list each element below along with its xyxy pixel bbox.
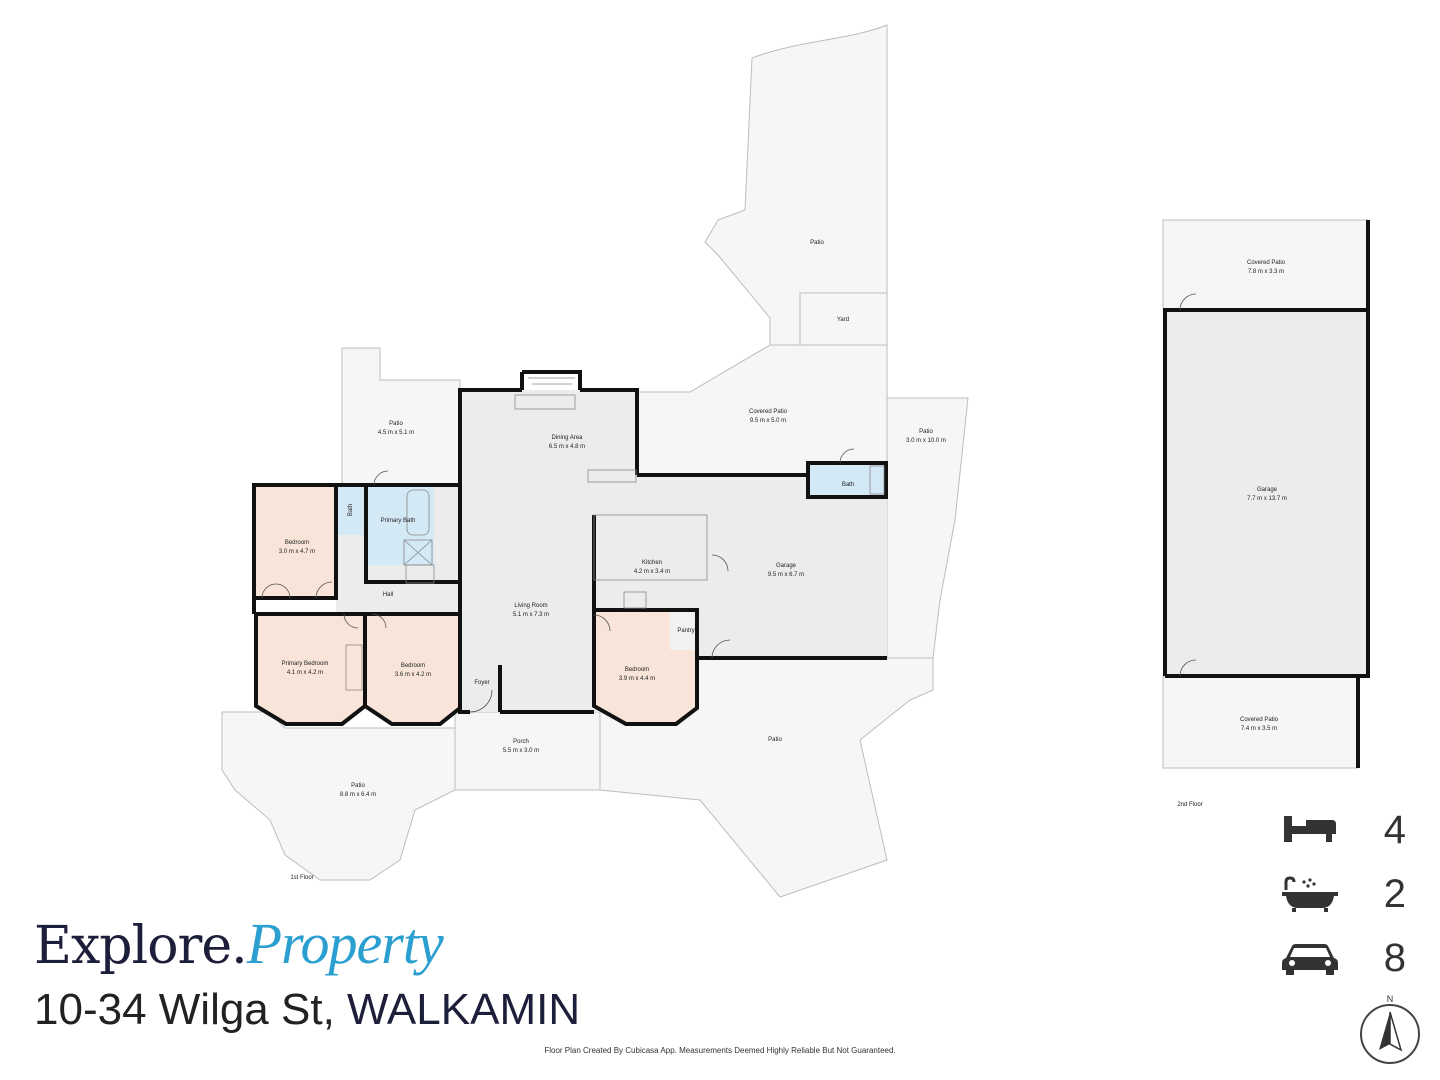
- label-pantry: Pantry: [677, 628, 694, 634]
- parking-count: 8: [1383, 936, 1406, 980]
- label-hall: Hall: [383, 592, 393, 598]
- bedrooms-stat: 4: [1280, 808, 1410, 852]
- label-bedroom-2: Bedroom: [401, 663, 425, 669]
- door-swings: [261, 448, 855, 713]
- car-icon: [1282, 944, 1338, 975]
- indoor-areas: [254, 390, 887, 724]
- bed-icon: [1284, 816, 1336, 842]
- patio-left-area: [341, 347, 461, 486]
- thin-lines: [345, 377, 885, 691]
- label-kitchen: Kitchen: [642, 560, 662, 566]
- patio-right-area: [886, 397, 969, 659]
- dims-garage-2: 7.7 m x 13.7 m: [1247, 496, 1287, 502]
- dims-kitchen: 4.2 m x 3.4 m: [634, 569, 670, 575]
- garage-2-area: [1165, 310, 1368, 676]
- label-patio-right: Patio: [919, 429, 933, 435]
- label-garage-main: Garage: [776, 563, 797, 569]
- dims-covered-patio-top: 7.8 m x 3.3 m: [1248, 269, 1284, 275]
- bedrooms-count: 4: [1383, 808, 1406, 852]
- label-bedroom-3: Bedroom: [625, 667, 649, 673]
- dims-covered-patio-bottom: 7.4 m x 3.5 m: [1241, 726, 1277, 732]
- patio-bottom-left-area: [221, 711, 456, 881]
- bathrooms-stat: 2: [1280, 872, 1410, 916]
- dims-covered-patio: 9.5 m x 5.0 m: [750, 418, 786, 424]
- patio-top-area: [704, 24, 888, 346]
- primary-bedroom-area: [256, 614, 365, 724]
- label-primary-bedroom: Primary Bedroom: [282, 661, 329, 667]
- label-primary-bath: Primary Bath: [381, 518, 416, 524]
- label-living: Living Room: [514, 603, 547, 609]
- label-foyer: Foyer: [474, 680, 489, 686]
- dims-patio-left: 4.5 m x 5.1 m: [378, 430, 414, 436]
- primary-bath-area: [366, 485, 434, 565]
- brand-logo: Explore.Property: [34, 910, 444, 977]
- footer-disclaimer: Floor Plan Created By Cubicasa App. Meas…: [544, 1046, 896, 1055]
- label-patio-bottom-left: Patio: [351, 783, 365, 789]
- label-garage-2: Garage: [1257, 487, 1278, 493]
- label-first-floor: 1st Floor: [290, 875, 313, 881]
- label-bedroom-1: Bedroom: [285, 540, 309, 546]
- yard-area: [799, 292, 888, 346]
- dims-bedroom-2: 3.6 m x 4.2 m: [395, 672, 431, 678]
- label-covered-patio-bottom: Covered Patio: [1240, 717, 1279, 723]
- dims-primary-bedroom: 4.1 m x 4.2 m: [287, 670, 323, 676]
- address-street: 10-34 Wilga St,: [34, 985, 348, 1034]
- dims-porch: 5.5 m x 3.0 m: [503, 748, 539, 754]
- dims-bedroom-1: 3.0 m x 4.7 m: [279, 549, 315, 555]
- walls: [252, 370, 888, 726]
- dims-dining: 6.5 m x 4.8 m: [549, 444, 585, 450]
- brand-part-2: Property: [246, 911, 444, 976]
- dims-bedroom-3: 3.9 m x 4.4 m: [619, 676, 655, 682]
- label-second-floor: 2nd Floor: [1177, 802, 1202, 808]
- dims-patio-bottom-left: 8.8 m x 6.4 m: [340, 792, 376, 798]
- bathtub-icon: [1282, 876, 1338, 912]
- label-covered-patio-top: Covered Patio: [1247, 260, 1286, 266]
- bathrooms-count: 2: [1383, 872, 1406, 916]
- property-address: 10-34 Wilga St, WALKAMIN: [34, 985, 580, 1035]
- dims-garage-main: 9.5 m x 6.7 m: [768, 572, 804, 578]
- label-bath-left: Bath: [348, 504, 354, 516]
- address-suburb: WALKAMIN: [347, 985, 581, 1034]
- bedroom-2-area: [365, 614, 460, 724]
- bath-small-area: [808, 463, 886, 497]
- north-compass-icon: N: [1358, 994, 1422, 1066]
- bedroom-1-area: [254, 485, 336, 598]
- label-yard: Yard: [837, 317, 849, 323]
- label-patio-top: Patio: [810, 240, 824, 246]
- compass-north-label: N: [1387, 994, 1394, 1004]
- label-porch: Porch: [513, 739, 529, 745]
- parking-stat: 8: [1280, 936, 1410, 980]
- label-dining: Dining Area: [551, 435, 583, 441]
- label-covered-patio: Covered Patio: [749, 409, 788, 415]
- bath-left-area: [338, 485, 366, 535]
- brand-part-1: Explore.: [34, 916, 248, 976]
- label-patio-left: Patio: [389, 421, 403, 427]
- label-bath-small: Bath: [842, 482, 854, 488]
- porch-area: [454, 711, 601, 791]
- dims-patio-right: 3.0 m x 10.0 m: [906, 438, 946, 444]
- dims-living: 5.1 m x 7.3 m: [513, 612, 549, 618]
- label-patio-bottom: Patio: [768, 737, 782, 743]
- room-labels: Patio Yard Patio 4.5 m x 5.1 m Dining Ar…: [279, 240, 1287, 881]
- second-floor: [1162, 219, 1369, 769]
